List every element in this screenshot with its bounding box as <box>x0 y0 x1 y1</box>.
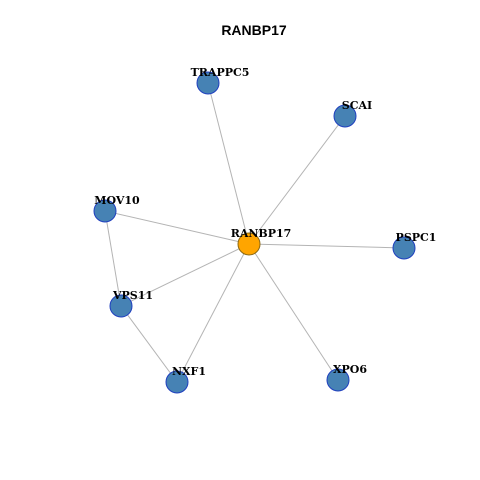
node-pspc1 <box>392 236 416 260</box>
node-mov10 <box>93 199 117 223</box>
edge-ranbp17-pspc1 <box>248 243 405 249</box>
node-label-ranbp17: RANBP17 <box>231 227 292 240</box>
node-label-scai: SCAI <box>342 99 372 112</box>
node-ranbp17 <box>237 232 261 256</box>
edge-ranbp17-trappc5 <box>207 82 250 245</box>
node-label-pspc1: PSPC1 <box>396 231 437 244</box>
node-label-mov10: MOV10 <box>94 194 140 207</box>
edge-ranbp17-mov10 <box>104 210 250 245</box>
node-label-vps11: VPS11 <box>112 289 153 302</box>
node-scai <box>333 104 357 128</box>
graph-title: RANBP17 <box>221 22 287 38</box>
edge-ranbp17-nxf1 <box>176 243 250 383</box>
edges-layer <box>104 82 405 383</box>
node-label-trappc5: TRAPPC5 <box>191 66 250 79</box>
node-xpo6 <box>326 368 350 392</box>
node-vps11 <box>109 294 133 318</box>
nodes-layer <box>93 71 416 394</box>
edge-ranbp17-vps11 <box>120 243 250 307</box>
node-trappc5 <box>196 71 220 95</box>
node-label-nxf1: NXF1 <box>172 365 206 378</box>
edge-vps11-nxf1 <box>120 305 178 383</box>
node-nxf1 <box>165 370 189 394</box>
edge-ranbp17-xpo6 <box>248 243 339 381</box>
node-label-xpo6: XPO6 <box>333 363 367 376</box>
edge-ranbp17-scai <box>248 115 346 245</box>
edge-mov10-vps11 <box>104 210 122 307</box>
